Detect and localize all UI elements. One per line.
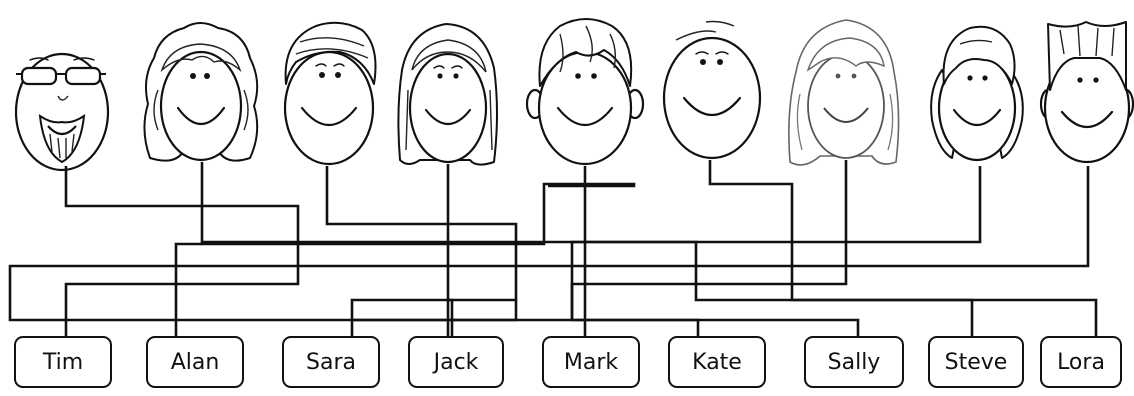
name-box-alan[interactable]: Alan [146,336,244,388]
face-bald-icon [662,20,762,160]
line-kate-connector [352,300,518,322]
line-face-8 [570,166,982,320]
line-face-1 [64,166,300,336]
line-face-9 [8,166,1090,336]
name-box-kate[interactable]: Kate [668,336,766,388]
name-box-lora[interactable]: Lora [1040,336,1122,388]
face-short-hair-icon [283,21,377,166]
name-box-mark[interactable]: Mark [542,336,640,388]
line-face-3 [325,166,518,336]
face-spiky-flat-hair-icon [1039,21,1134,164]
name-box-sara[interactable]: Sara [282,336,380,388]
line-mark-branch [174,182,636,336]
face-long-straight-hair-icon [397,23,498,166]
name-box-jack[interactable]: Jack [408,336,504,388]
name-box-tim[interactable]: Tim [14,336,112,388]
name-box-sally[interactable]: Sally [804,336,904,388]
face-pigtails-icon [930,25,1024,162]
name-box-steve[interactable]: Steve [928,336,1024,388]
connection-lines [8,160,1098,336]
face-bald-sunglasses-goatee-icon [14,52,110,172]
face-wavy-long-hair-icon [788,19,900,166]
line-face-6 [708,160,1098,336]
face-curly-hair-icon [143,22,259,162]
face-messy-hair-icon [525,18,645,166]
line-face-2 [200,162,974,336]
line-jack-connector [448,298,454,336]
